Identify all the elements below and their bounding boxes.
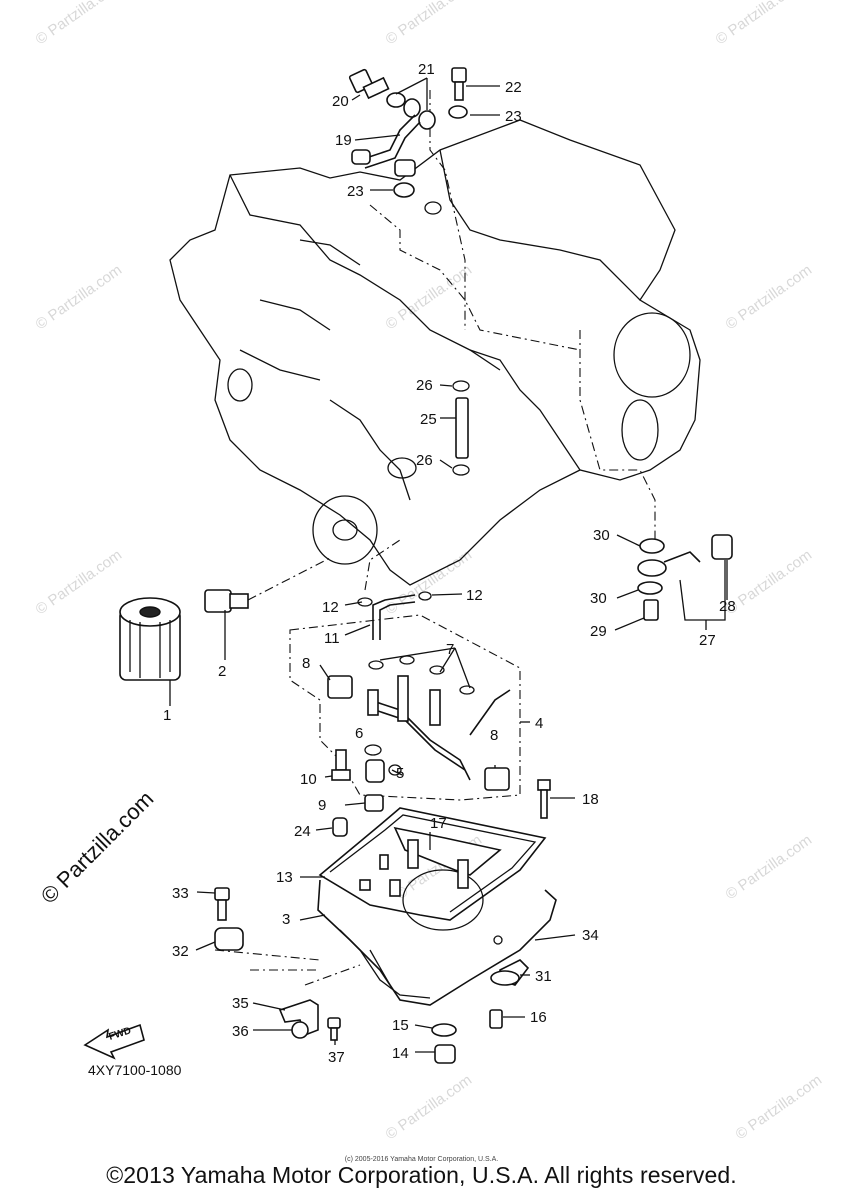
- callout-14: 14: [392, 1045, 409, 1062]
- oil-delivery-pipe: [357, 539, 432, 640]
- watermark: © Partzilla.com: [383, 1071, 476, 1143]
- oil-pipe-25: [452, 380, 470, 476]
- callout-12a: 12: [322, 599, 339, 616]
- callout-20: 20: [332, 93, 349, 110]
- oil-filter-union-bolt: [204, 557, 331, 613]
- watermark: © Partzilla.com: [33, 0, 126, 48]
- callout-37: 37: [328, 1049, 345, 1066]
- callout-2: 2: [218, 663, 226, 680]
- diagram-code: 4XY7100-1080: [88, 1062, 182, 1078]
- callout-9: 9: [318, 797, 326, 814]
- callout-23a: 23: [505, 108, 522, 125]
- watermark-layer: © Partzilla.com © Partzilla.com © Partzi…: [33, 0, 826, 1143]
- callout-4: 4: [535, 715, 543, 732]
- oil-pressure-switch: [637, 534, 733, 621]
- oil-pan: [317, 807, 557, 1006]
- watermark: © Partzilla.com: [33, 546, 126, 618]
- callout-34: 34: [582, 927, 599, 944]
- callout-16: 16: [530, 1009, 547, 1026]
- watermark: © Partzilla.com: [713, 0, 806, 48]
- oil-strainer-assembly: [289, 614, 521, 801]
- callout-3: 3: [282, 911, 290, 928]
- callout-36: 36: [232, 1023, 249, 1040]
- callout-27: 27: [699, 632, 716, 649]
- callout-13: 13: [276, 869, 293, 886]
- callout-5: 5: [396, 765, 404, 782]
- callout-31: 31: [535, 968, 552, 985]
- watermark: © Partzilla.com: [733, 1071, 826, 1143]
- watermark: © Partzilla.com: [383, 546, 476, 618]
- callout-1: 1: [163, 707, 171, 724]
- micro-copyright: (c) 2005-2016 Yamaha Motor Corporation, …: [344, 1156, 499, 1163]
- callout-23b: 23: [347, 183, 364, 200]
- forward-arrow-icon: FWD: [83, 1023, 145, 1060]
- watermark: © Partzilla.com: [723, 831, 816, 903]
- callout-15: 15: [392, 1017, 409, 1034]
- bottom-fasteners: [214, 887, 530, 1064]
- callout-18: 18: [582, 791, 599, 808]
- callout-33: 33: [172, 885, 189, 902]
- callout-26b: 26: [416, 452, 433, 469]
- callout-29: 29: [590, 623, 607, 640]
- watermark: © Partzilla.com: [723, 261, 816, 333]
- callout-32: 32: [172, 943, 189, 960]
- callout-28: 28: [719, 598, 736, 615]
- small-parts: [331, 749, 551, 837]
- callout-17: 17: [430, 815, 447, 832]
- watermark: © Partzilla.com: [383, 0, 476, 48]
- oil-filter: [119, 597, 181, 681]
- callout-11: 11: [324, 630, 340, 647]
- callout-25: 25: [420, 411, 437, 428]
- callout-7: 7: [446, 641, 454, 658]
- callout-19: 19: [335, 132, 352, 149]
- watermark: © Partzilla.com: [723, 546, 816, 618]
- callout-6: 6: [355, 725, 363, 742]
- callout-24: 24: [294, 823, 311, 840]
- callout-leaders: [169, 77, 728, 1053]
- callout-35: 35: [232, 995, 249, 1012]
- callout-30a: 30: [593, 527, 610, 544]
- callout-22: 22: [505, 79, 522, 96]
- callout-21: 21: [418, 61, 435, 78]
- watermark-large: © Partzilla.com: [36, 786, 159, 909]
- watermark: © Partzilla.com: [33, 261, 126, 333]
- callout-12b: 12: [466, 587, 483, 604]
- callout-30b: 30: [590, 590, 607, 607]
- callout-labels: 1 2 3 4 5 6 7 8 8 9 10 11 12 12 13 14 15…: [163, 61, 736, 1066]
- upper-oil-pipe: [348, 67, 468, 198]
- callout-26a: 26: [416, 377, 433, 394]
- callout-10: 10: [300, 771, 317, 788]
- callout-8a: 8: [302, 655, 310, 672]
- copyright-notice: ©2013 Yamaha Motor Corporation, U.S.A. A…: [106, 1162, 737, 1188]
- engine-crankcase: [169, 90, 701, 586]
- callout-8b: 8: [490, 727, 498, 744]
